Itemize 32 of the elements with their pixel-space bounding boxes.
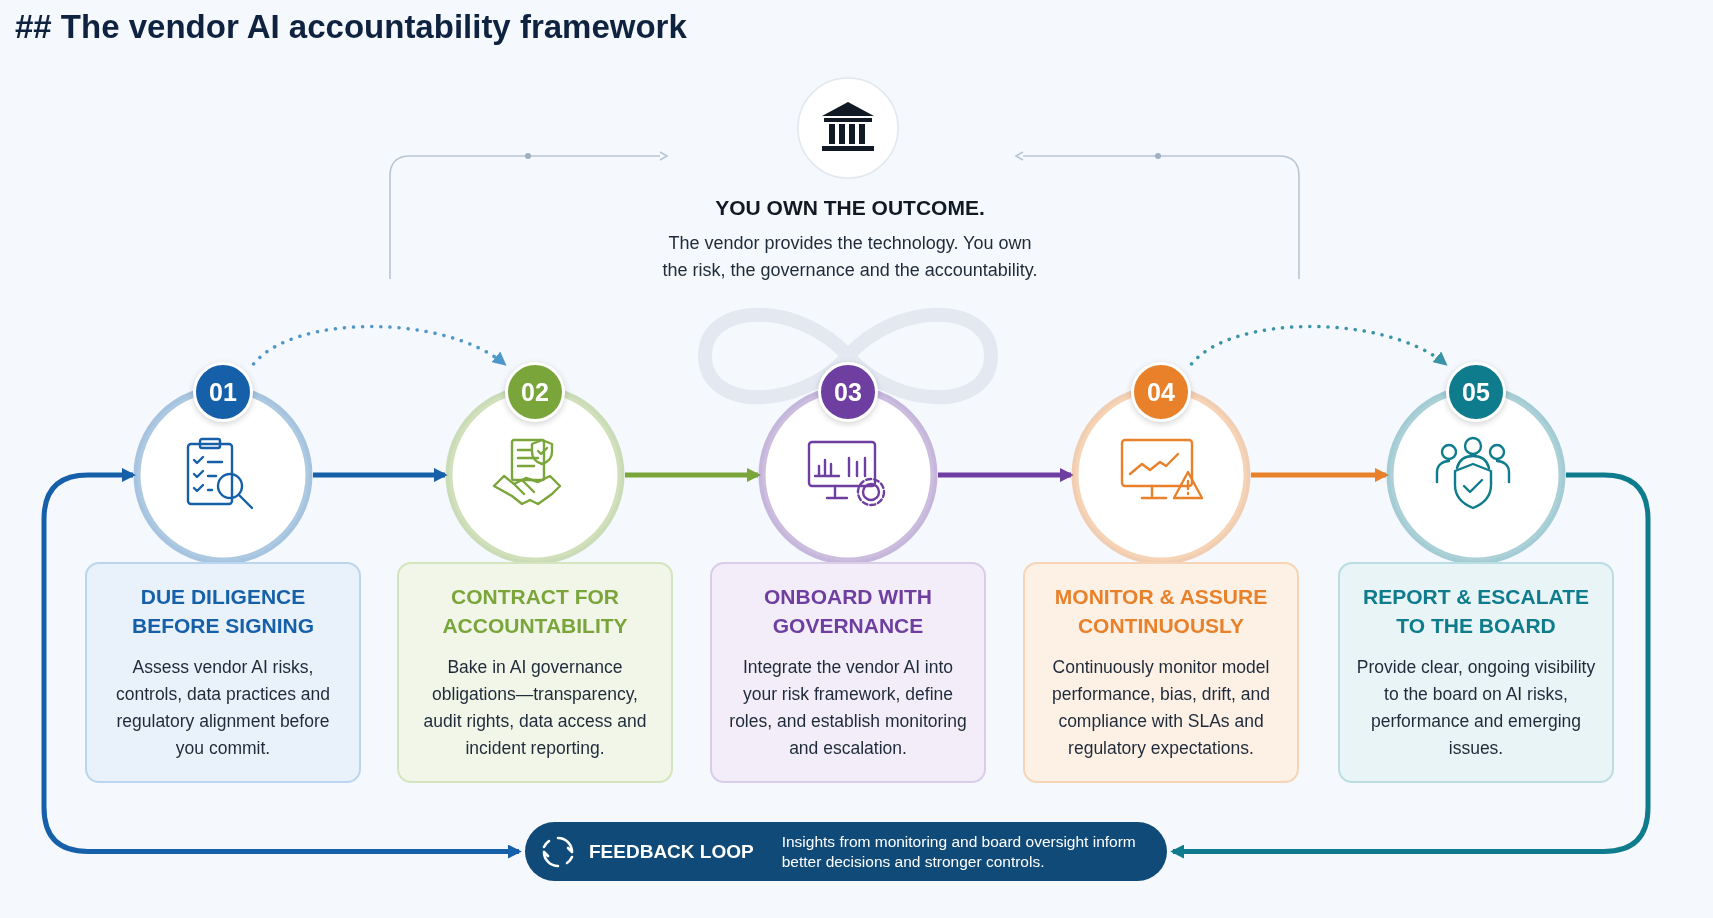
step-title: MONITOR & ASSURE CONTINUOUSLY [1053,584,1269,639]
step-title: REPORT & ESCALATE TO THE BOARD [1362,584,1590,639]
step-description: Integrate the vendor AI into your risk framework, define roles, and establish monitoring and escalation. [728,656,968,760]
step-card [85,562,361,783]
step-card [710,562,986,783]
arrow [625,468,761,482]
arrow [1170,472,1651,859]
step-title: CONTRACT FOR ACCOUNTABILITY [441,584,629,639]
step-card [397,562,673,783]
step-title: ONBOARD WITH GOVERNANCE [763,584,933,639]
step-number-badge: 01 [193,362,253,422]
step-number-badge: 04 [1131,362,1191,422]
outcome-heading: YOU OWN THE OUTCOME. [714,196,986,220]
step-description: Assess vendor AI risks, controls, data practices and regulatory alignment before you commit. [115,656,331,760]
step-number-badge: 05 [1446,362,1506,422]
arrow [41,468,522,859]
step-card [1338,562,1614,783]
step-number-badge: 02 [505,362,565,422]
arrow [938,468,1074,482]
page-title: ## The vendor AI accountability framework [15,8,687,46]
outcome-statement: The vendor provides the technology. You own the risk, the governance and the accountability. [661,232,1039,282]
step-description: Continuously monitor model performance, bias, drift, and compliance with SLAs and regulatory expectations. [1051,656,1271,760]
feedback-title: FEEDBACK LOOP [589,840,754,863]
arrow [1251,468,1389,482]
step-card [1023,562,1299,783]
arrow [313,468,448,482]
step-description: Bake in AI governance obligations—transparency, audit rights, data access and incident reporting. [422,656,648,760]
dotted-arrow [251,324,507,366]
step-title: DUE DILIGENCE BEFORE SIGNING [131,584,315,639]
feedback-description: Insights from monitoring and board oversight inform better decisions and stronger controls. [781,831,1137,872]
step-description: Provide clear, ongoing visibility to the board on AI risks, performance and emerging issues. [1355,656,1597,760]
dotted-arrow [1189,324,1448,366]
